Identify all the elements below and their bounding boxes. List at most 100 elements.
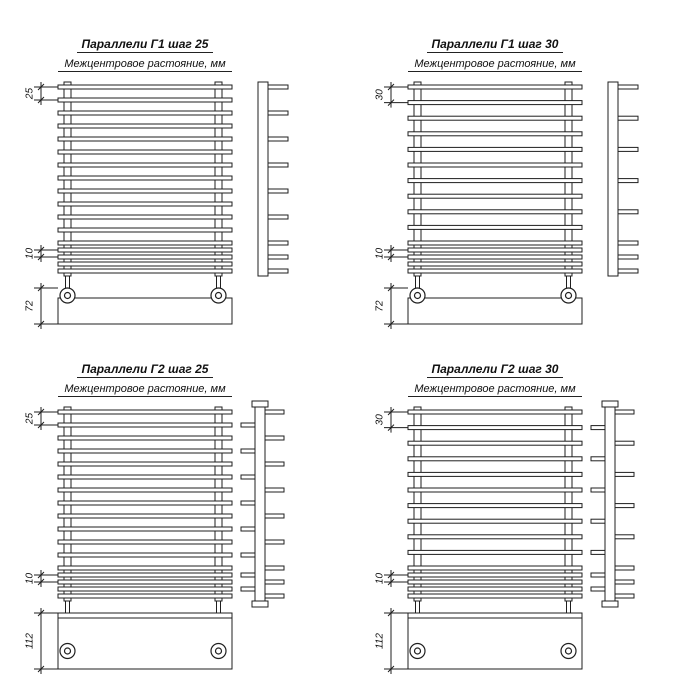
dim-tick (37, 246, 45, 254)
front-rung (57, 188, 233, 194)
side-tooth-right (614, 579, 635, 585)
front-rung (57, 474, 233, 480)
fitting-inner (564, 647, 573, 655)
dim-tick (37, 421, 45, 429)
side-tooth (617, 209, 639, 215)
panel-title: Параллели Г2 шаг 25 (76, 362, 214, 378)
side-cap-top (601, 400, 619, 408)
side-tooth (617, 115, 639, 121)
front-rung (57, 175, 233, 181)
panel-subtitle: Межцентровое растояние, мм (408, 383, 582, 397)
panel-parallels-g2-step25: Параллели Г2 шаг 25 Межцентровое растоян… (0, 355, 350, 700)
side-tooth (617, 84, 639, 90)
side-tooth (267, 268, 289, 274)
side-tooth-left (590, 586, 606, 592)
panel-title: Параллели Г2 шаг 30 (426, 362, 564, 378)
front-rung (57, 201, 233, 207)
collector-body (57, 612, 233, 670)
front-rung (57, 136, 233, 142)
fitting-inner (413, 291, 422, 300)
front-rung (407, 115, 583, 121)
front-rung (407, 209, 583, 215)
front-rung (57, 487, 233, 493)
dim-label-lower: 10 (375, 573, 386, 585)
side-tooth-left (240, 552, 256, 558)
front-rung (57, 409, 233, 415)
side-tooth-left (590, 487, 606, 493)
front-rung (407, 593, 583, 599)
front-rung (407, 84, 583, 90)
panel-subtitle: Межцентровое растояние, мм (58, 58, 232, 72)
front-rung (407, 579, 583, 585)
front-rung (407, 565, 583, 571)
side-tooth-left (240, 448, 256, 454)
front-rung (57, 448, 233, 454)
front-rung (407, 261, 583, 267)
front-rung (407, 193, 583, 199)
dim-tick (387, 578, 395, 586)
front-rung (407, 471, 583, 477)
fitting-inner (413, 647, 422, 655)
side-tooth-left (590, 425, 606, 431)
front-rung (407, 224, 583, 230)
fitting-inner (63, 647, 72, 655)
front-rung (407, 487, 583, 493)
side-tooth-right (264, 409, 285, 415)
front-rung (57, 526, 233, 532)
panel-subtitle: Межцентровое растояние, мм (408, 58, 582, 72)
panel-subtitle-row: Межцентровое растояние, мм (385, 379, 605, 397)
front-rung (57, 586, 233, 592)
front-rung (57, 552, 233, 558)
dim-tick (387, 99, 395, 106)
panel-subtitle: Межцентровое растояние, мм (58, 383, 232, 397)
front-rung (407, 503, 583, 509)
front-rung (57, 247, 233, 253)
dim-tick (387, 408, 395, 416)
side-tooth-left (590, 572, 606, 578)
front-rung (407, 268, 583, 274)
dim-tick (37, 665, 45, 673)
side-tooth (267, 84, 289, 90)
front-rung (57, 572, 233, 578)
side-tooth (617, 268, 639, 274)
front-rung (57, 227, 233, 233)
front-rung (407, 100, 583, 106)
front-rung (57, 97, 233, 103)
front-rung (57, 123, 233, 129)
connector-stub-right (566, 600, 571, 614)
dim-label-collector: 72 (375, 300, 386, 312)
panel-subtitle-row: Межцентровое растояние, мм (35, 379, 255, 397)
front-rung (57, 422, 233, 428)
front-rung (57, 149, 233, 155)
side-tooth (267, 254, 289, 260)
panel-title-row: Параллели Г1 шаг 30 (385, 35, 605, 53)
side-tooth-left (240, 422, 256, 428)
side-tooth (267, 188, 289, 194)
front-rung (57, 268, 233, 274)
front-rung (407, 247, 583, 253)
side-tooth (267, 110, 289, 116)
side-cap-bottom (251, 600, 269, 608)
dim-tick (387, 83, 395, 91)
connector-stub-left (415, 275, 420, 289)
side-cap-top (251, 400, 269, 408)
side-rail (604, 406, 616, 602)
dim-tick (37, 96, 45, 104)
dim-label-lower: 10 (375, 248, 386, 260)
front-rung (407, 162, 583, 168)
dim-label-step: 25 (25, 88, 36, 101)
dim-tick (387, 571, 395, 579)
side-tooth-left (240, 572, 256, 578)
side-tooth-left (590, 456, 606, 462)
front-rung (407, 440, 583, 446)
collector-body (57, 297, 233, 325)
dim-tick (387, 253, 395, 261)
panel-subtitle-row: Межцентровое растояние, мм (385, 54, 605, 72)
panel-title: Параллели Г1 шаг 25 (76, 37, 214, 53)
dim-label-step: 30 (375, 89, 386, 101)
side-tooth (267, 136, 289, 142)
front-rung (57, 110, 233, 116)
